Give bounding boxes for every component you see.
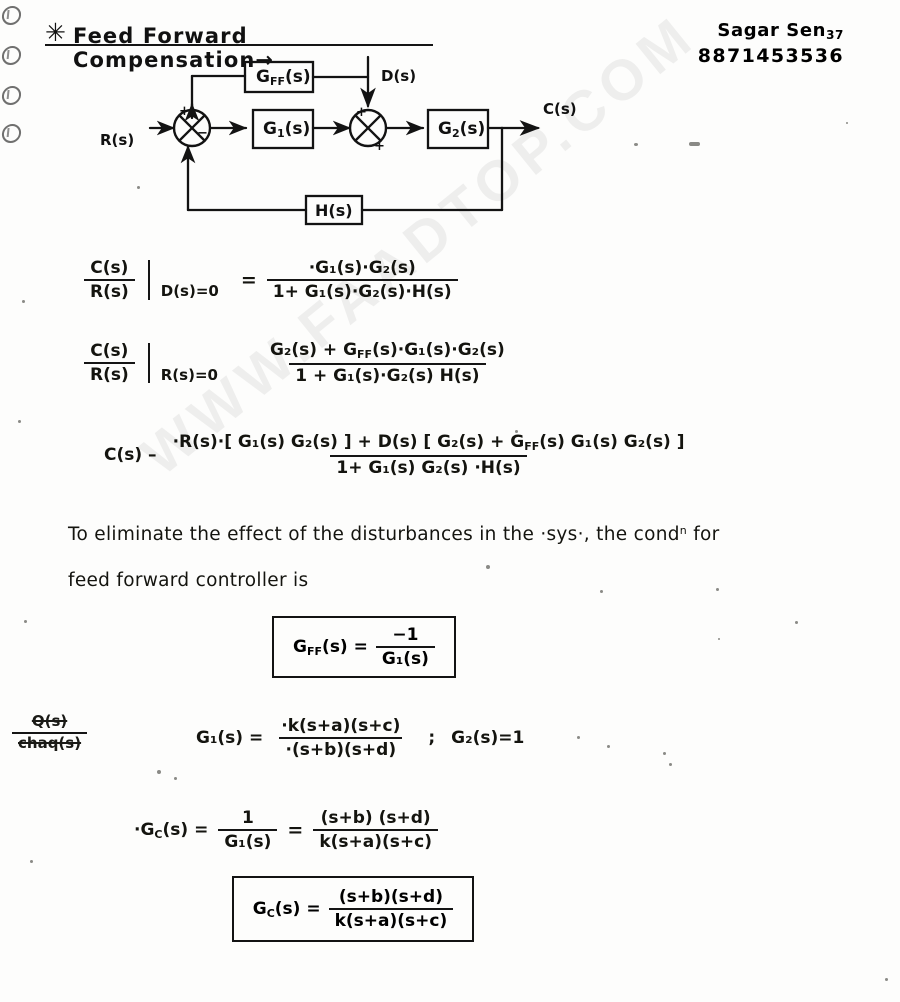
- boxed-gc-fraction: (s+b)(s+d) k(s+a)(s+c): [328, 887, 454, 931]
- gc-def-mid-fraction: 1 G₁(s): [218, 808, 278, 852]
- g1-def-fraction: ·k(s+a)(s+c) ·(s+b)(s+d): [279, 716, 403, 761]
- ink-speck: [157, 770, 161, 774]
- ink-speck: [137, 186, 140, 189]
- ink-speck: [689, 142, 700, 146]
- ink-speck: [174, 777, 177, 780]
- block-label-g2: G2(s): [438, 119, 486, 140]
- eq2-lhs-fraction: C(s) R(s): [84, 341, 135, 385]
- equation-output-cs: C(s) – ·R(s)·[ G₁(s) G₂(s) ] + D(s) [ G₂…: [104, 432, 691, 478]
- ink-speck: [718, 638, 720, 640]
- ink-speck: [577, 736, 580, 739]
- boxed-gff-fraction: −1 G₁(s): [375, 625, 435, 669]
- ink-speck: [885, 978, 888, 981]
- ink-speck: [663, 752, 666, 755]
- ink-speck: [24, 620, 27, 623]
- eq1-lhs-fraction: C(s) R(s): [84, 258, 135, 302]
- eq2-condition-bar: [147, 343, 150, 383]
- block-label-g1: G1(s): [263, 119, 311, 140]
- binding-hole-icon: [1, 46, 22, 65]
- prose-line-1: To eliminate the effect of the disturban…: [68, 524, 720, 545]
- eq2-rhs-numerator: G₂(s) + GFF(s)·G₁(s)·G₂(s): [269, 340, 505, 361]
- eq3-numerator: ·R(s)·[ G₁(s) G₂(s) ] + D(s) [ G₂(s) + G…: [172, 432, 685, 453]
- ink-speck: [846, 122, 848, 124]
- ink-speck: [669, 763, 672, 766]
- author-phone-number: 8871453536: [697, 45, 844, 67]
- eq1-equals: =: [240, 269, 257, 292]
- author-roll-number: 37: [826, 28, 844, 42]
- author-name-text: Sagar Sen: [717, 20, 827, 41]
- boxed-result-gff: GFF(s) = −1 G₁(s): [272, 616, 456, 678]
- eq3-lhs: C(s) –: [104, 445, 157, 465]
- signal-label-output: C(s): [543, 100, 577, 118]
- definition-g1: G₁(s) = ·k(s+a)(s+c) ·(s+b)(s+d) ; G₂(s)…: [196, 716, 524, 760]
- sum2-plus-sign-b: +: [374, 139, 385, 154]
- page-title: Feed Forward Compensation→: [73, 24, 275, 72]
- eq1-condition-bar: [147, 260, 150, 301]
- definition-g2: G₂(s)=1: [451, 728, 525, 749]
- gc-def-equals: =: [287, 819, 304, 842]
- site-watermark: WWW.FAADTOP.COM: [129, 2, 708, 488]
- block-label-gff: GFF(s): [256, 67, 311, 88]
- boxed-gff-lhs: GFF(s) =: [293, 636, 368, 658]
- equation-transfer-function-r: C(s) R(s) D(s)=0 = ·G₁(s)·G₂(s) 1+ G₁(s)…: [84, 258, 458, 302]
- sum1-minus-sign: −: [197, 126, 208, 141]
- ink-speck: [486, 565, 490, 569]
- g1-def-separator: ;: [428, 728, 436, 749]
- eq2-rhs-fraction: G₂(s) + GFF(s)·G₁(s)·G₂(s) 1 + G₁(s)·G₂(…: [264, 340, 511, 386]
- sum1-plus-sign: +: [179, 104, 190, 119]
- asterisk-bullet-icon: ✳: [45, 18, 66, 47]
- ink-speck: [795, 621, 798, 624]
- prose-line-2: feed forward controller is: [68, 570, 309, 591]
- margin-note-fraction: Q(s) chaq(s): [12, 712, 88, 752]
- author-name: Sagar Sen37: [717, 20, 844, 42]
- binding-hole-icon: [1, 86, 22, 105]
- eq3-denominator: 1+ G₁(s) G₂(s) ·H(s): [330, 454, 527, 478]
- boxed-gc-lhs: GC(s) =: [252, 898, 321, 920]
- eq3-fraction: ·R(s)·[ G₁(s) G₂(s) ] + D(s) [ G₂(s) + G…: [167, 432, 691, 478]
- ink-speck: [30, 860, 33, 863]
- ink-speck: [600, 590, 603, 593]
- sum2-plus-sign-a: +: [356, 105, 367, 120]
- binding-hole-icon: [1, 6, 22, 25]
- title-underline: [45, 44, 433, 46]
- gc-def-lhs: ·GC(s) =: [134, 819, 209, 841]
- ink-speck: [716, 588, 719, 591]
- eq1-rhs-fraction: ·G₁(s)·G₂(s) 1+ G₁(s)·G₂(s)·H(s): [266, 258, 458, 302]
- binding-hole-icon: [1, 124, 22, 143]
- boxed-result-gc: GC(s) = (s+b)(s+d) k(s+a)(s+c): [232, 876, 474, 942]
- ink-speck: [515, 430, 518, 433]
- gc-def-rhs-fraction: (s+b) (s+d) k(s+a)(s+c): [313, 808, 438, 852]
- margin-scribble-note: Q(s) chaq(s): [12, 712, 88, 752]
- eq2-condition: R(s)=0: [160, 366, 218, 385]
- signal-label-input: R(s): [100, 131, 135, 149]
- signal-label-disturbance: D(s): [381, 67, 417, 85]
- definition-gc: ·GC(s) = 1 G₁(s) = (s+b) (s+d) k(s+a)(s+…: [134, 808, 438, 852]
- ink-speck: [607, 745, 610, 748]
- block-label-h: H(s): [315, 201, 353, 220]
- ink-speck: [22, 300, 25, 303]
- ink-speck: [634, 143, 638, 146]
- ink-speck: [18, 420, 21, 423]
- eq1-condition: D(s)=0: [160, 282, 219, 301]
- g1-def-lhs: G₁(s) =: [196, 728, 264, 749]
- equation-transfer-function-d: C(s) R(s) R(s)=0 G₂(s) + GFF(s)·G₁(s)·G₂…: [84, 340, 511, 386]
